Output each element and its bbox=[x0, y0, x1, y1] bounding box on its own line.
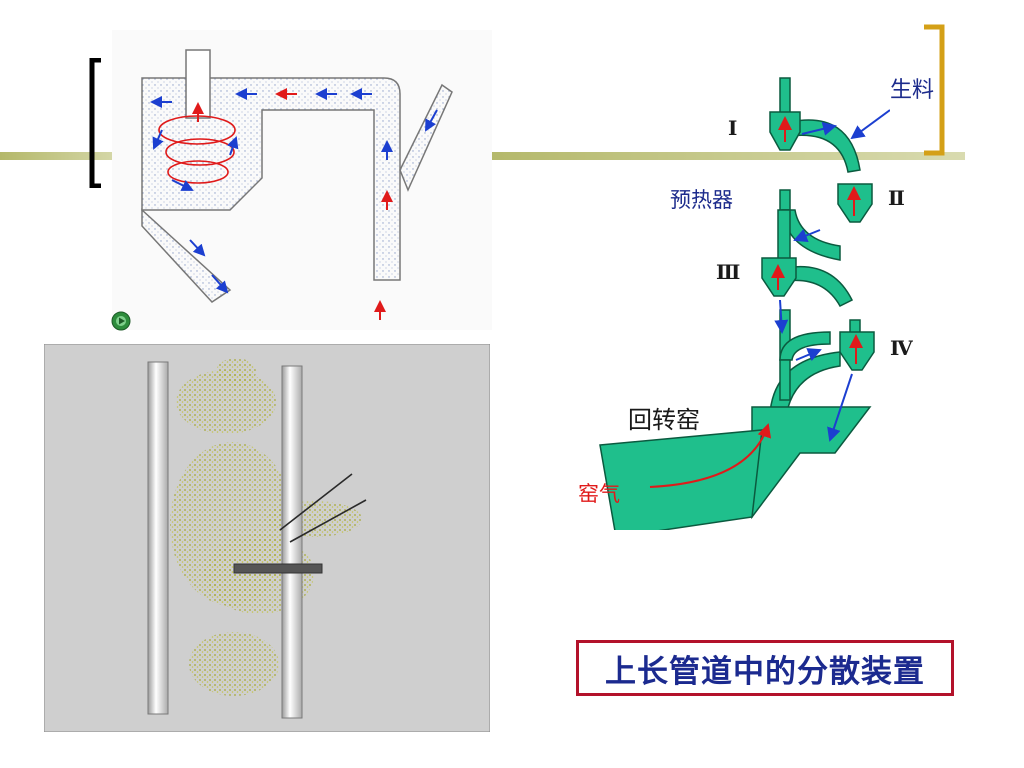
template-bar-right bbox=[485, 152, 965, 160]
preheater-label: 预热器 bbox=[670, 188, 733, 212]
cyclone-animation bbox=[112, 30, 492, 330]
preheater-diagram bbox=[599, 77, 890, 530]
stage-1-label: Ⅰ bbox=[728, 116, 738, 140]
rotary-kiln-label: 回转窑 bbox=[628, 406, 700, 434]
caption-text: 上长管道中的分散装置 bbox=[605, 653, 925, 690]
gold-bracket bbox=[924, 24, 945, 156]
stage-4-label: Ⅳ bbox=[890, 336, 913, 360]
stage-3-label: Ⅲ bbox=[716, 260, 741, 284]
template-bar-left bbox=[0, 152, 130, 160]
stage-2-label: Ⅱ bbox=[888, 186, 905, 210]
black-bracket bbox=[89, 58, 101, 188]
dispersion-device-animation bbox=[44, 344, 490, 732]
kiln-gas-label: 窑气 bbox=[578, 482, 620, 506]
raw-material-label: 生料 bbox=[890, 78, 935, 103]
play-icon[interactable] bbox=[110, 310, 132, 332]
caption-box: 上长管道中的分散装置 bbox=[576, 640, 954, 696]
